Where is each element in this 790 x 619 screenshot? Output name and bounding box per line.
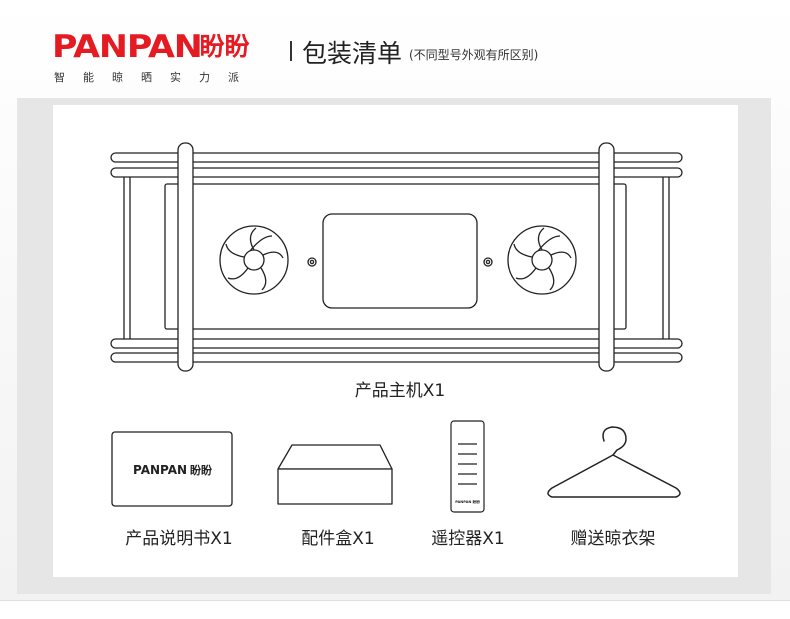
bottom-strip — [0, 600, 790, 619]
fan-icon-right — [507, 225, 577, 295]
page-subtitle: (不同型号外观有所区别) — [409, 48, 539, 62]
brand-slogan: 智能晾晒实力派 — [54, 71, 257, 84]
title-separator — [290, 41, 292, 61]
accessory-box-label: 配件盒X1 — [301, 529, 375, 549]
fan-icon-left — [219, 225, 289, 295]
manual-label: 产品说明书X1 — [125, 529, 233, 549]
page-title: 包装清单 — [302, 39, 403, 68]
manual-logo-latin: PANPAN — [133, 463, 187, 477]
hanger-label: 赠送晾衣架 — [570, 529, 656, 549]
main-unit-label: 产品主机X1 — [354, 381, 446, 401]
remote-label: 遥控器X1 — [431, 529, 505, 549]
manual-logo-cn: 盼盼 — [190, 464, 212, 477]
brand-logo: PANPAN 盼盼 — [52, 30, 250, 64]
remote-logo: PANPAN 盼盼 — [455, 499, 480, 504]
brand-logo-cn: 盼盼 — [199, 32, 250, 61]
brand-logo-latin: PANPAN — [52, 29, 203, 65]
